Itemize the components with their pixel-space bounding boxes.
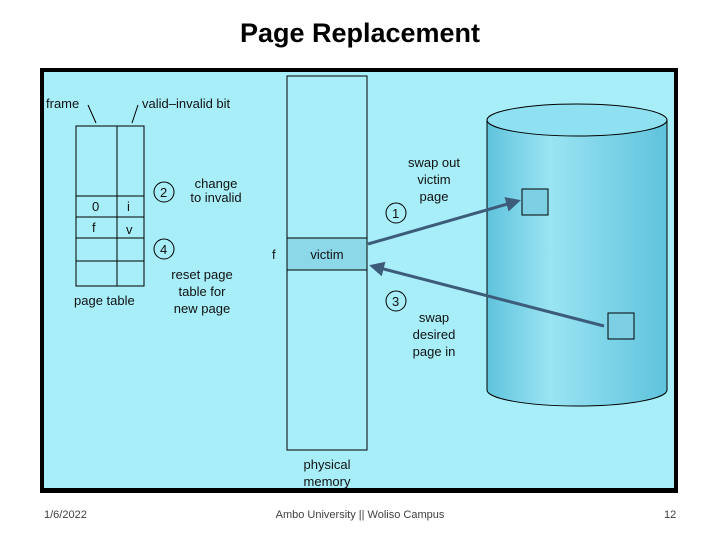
step-4-number: 4: [160, 242, 167, 257]
footer-date: 1/6/2022: [44, 509, 87, 521]
step-2-text-line: to invalid: [190, 190, 241, 205]
physical-memory-label: memory: [304, 474, 351, 489]
step-1-text-line: victim: [417, 172, 450, 187]
page-table-bit-cell: i: [127, 199, 130, 214]
page-replacement-diagram: frame valid–invalid bit 0 i f v page tab…: [40, 68, 678, 493]
step-2-number: 2: [160, 185, 167, 200]
step-2-text-line: change: [195, 176, 238, 191]
step-4-text-line: table for: [179, 284, 227, 299]
page-table-bit-cell: v: [126, 222, 133, 237]
step-1-number: 1: [392, 206, 399, 221]
page-table: [75, 125, 145, 287]
victim-frame: [286, 237, 368, 271]
frame-f-label: f: [272, 247, 276, 262]
disk-desired-page: [607, 312, 635, 340]
step-3-circle: [385, 290, 407, 312]
slide-title: Page Replacement: [239, 18, 481, 48]
step-3-number: 3: [392, 294, 399, 309]
step-3-text-line: swap: [419, 310, 449, 325]
page-table-label: page table: [74, 293, 135, 308]
bit-pointer-line: [131, 104, 139, 124]
victim-label: victim: [310, 247, 343, 262]
backing-store-disk: [486, 103, 668, 407]
step-1-circle: [385, 202, 407, 224]
step-3-text-line: page in: [413, 344, 456, 359]
page-number: 12: [664, 509, 677, 521]
page-table-frame-cell: 0: [92, 199, 99, 214]
step-1-text-line: swap out: [408, 155, 460, 170]
step-4-circle: [153, 238, 175, 260]
disk-victim-page: [521, 188, 549, 216]
frame-label: frame: [46, 96, 79, 111]
page-table-frame-cell: f: [92, 220, 96, 235]
swap-out-arrow: [367, 197, 521, 246]
step-4-text-line: reset page: [171, 267, 232, 282]
valid-invalid-bit-label: valid–invalid bit: [142, 96, 231, 111]
frame-pointer-line: [87, 104, 97, 124]
physical-memory-label: physical: [304, 457, 351, 472]
footer-center-text: Ambo University || Woliso Campus: [275, 509, 445, 521]
diagram-canvas: frame valid–invalid bit 0 i f v page tab…: [44, 72, 674, 489]
step-2-circle: [153, 181, 175, 203]
step-4-text-line: new page: [174, 301, 230, 316]
step-1-text-line: page: [420, 189, 449, 204]
step-3-text-line: desired: [413, 327, 456, 342]
swap-in-arrow: [369, 261, 605, 328]
